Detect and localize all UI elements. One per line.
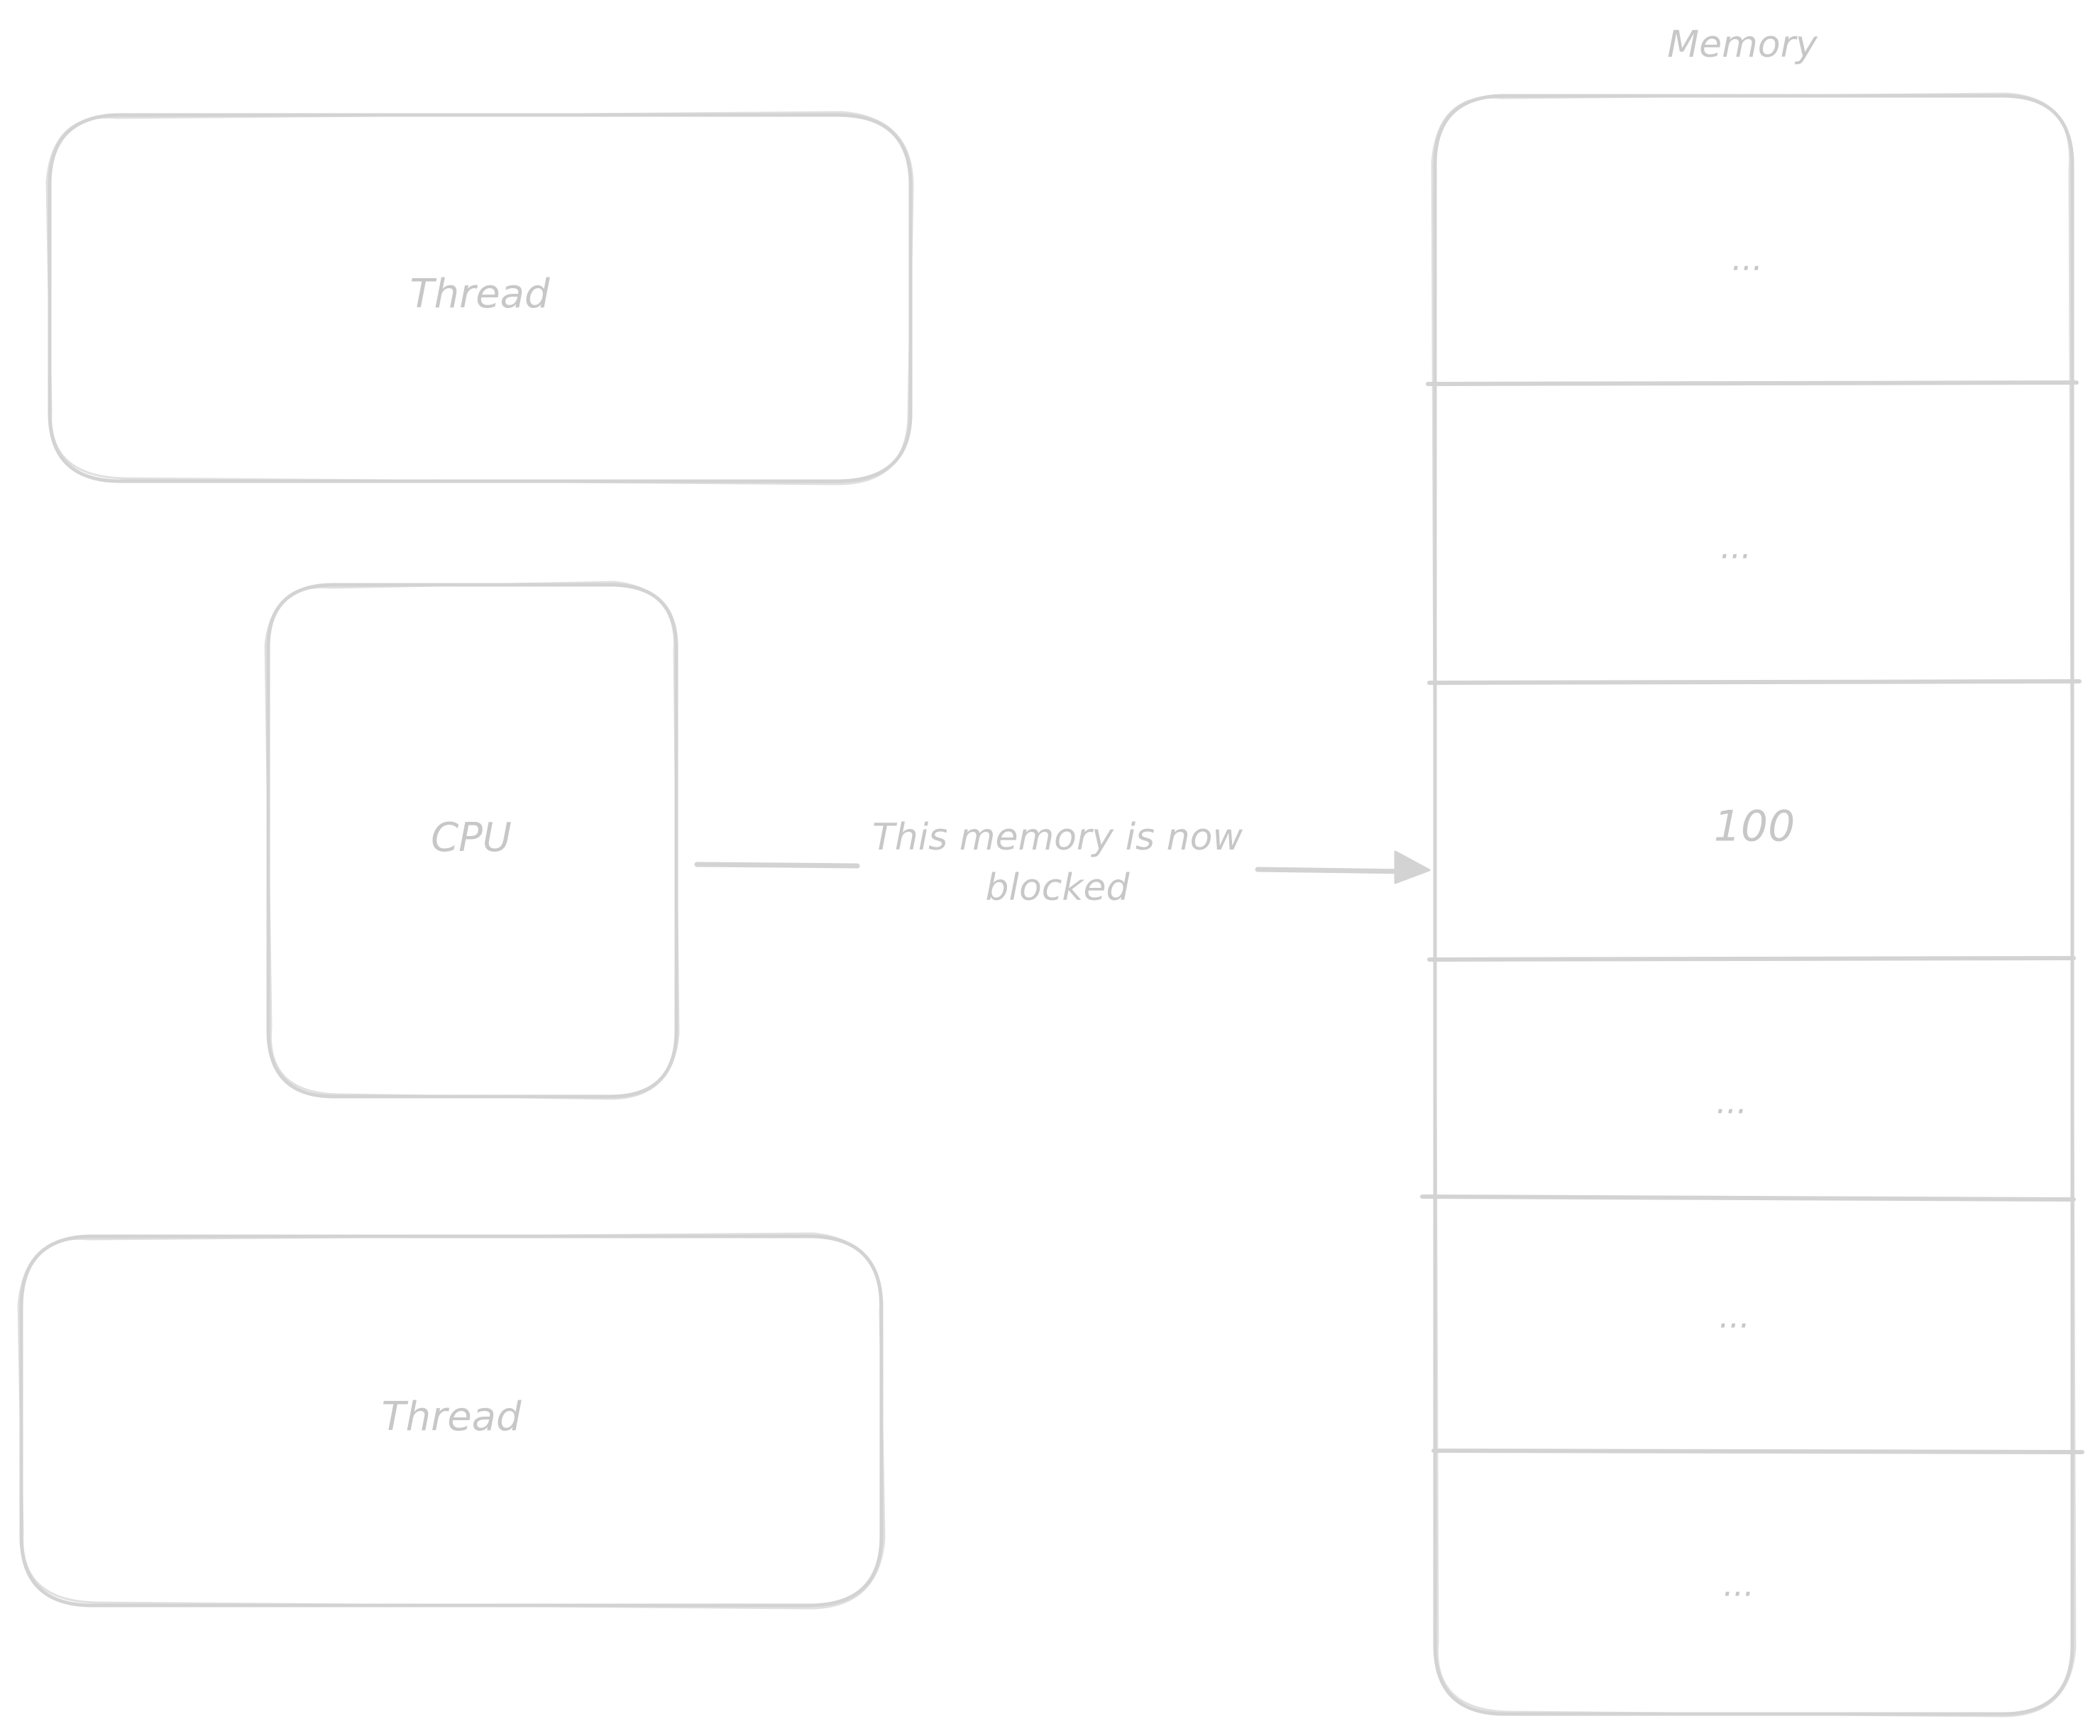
memory-cell-6[interactable]: ... bbox=[1723, 1566, 1754, 1604]
memory-cell-value: 100 bbox=[1714, 802, 1796, 852]
cpu-box[interactable]: CPU bbox=[264, 581, 680, 1100]
memory-cell-value: ... bbox=[1720, 528, 1752, 566]
memory-cell-4[interactable]: ... bbox=[1716, 1083, 1747, 1121]
thread-box-bottom[interactable]: Thread bbox=[17, 1232, 886, 1610]
thread-box-top[interactable]: Thread bbox=[45, 111, 914, 485]
arrow-label-line-2: blocked bbox=[986, 867, 1131, 909]
memory-cell-5[interactable]: ... bbox=[1719, 1297, 1750, 1336]
memory-cell-value: ... bbox=[1723, 1566, 1754, 1604]
thread-bottom-label: Thread bbox=[381, 1394, 521, 1440]
memory-cell-1[interactable]: ... bbox=[1732, 240, 1763, 278]
memory-cell-value: ... bbox=[1716, 1083, 1747, 1121]
block-arrow: This memory is now blocked bbox=[694, 816, 1431, 909]
memory-cell-value: ... bbox=[1732, 240, 1763, 278]
thread-top-label: Thread bbox=[409, 271, 549, 317]
cpu-label: CPU bbox=[431, 815, 512, 861]
memory-cell-value: ... bbox=[1719, 1297, 1750, 1336]
memory-cell-3[interactable]: 100 bbox=[1714, 802, 1796, 852]
memory-title: Memory bbox=[1667, 23, 1818, 66]
memory-cell-2[interactable]: ... bbox=[1720, 528, 1752, 566]
arrow-label-line-1: This memory is now bbox=[872, 816, 1243, 859]
memory-dividers bbox=[1420, 380, 2084, 1454]
memory-block bbox=[1431, 92, 2077, 1718]
